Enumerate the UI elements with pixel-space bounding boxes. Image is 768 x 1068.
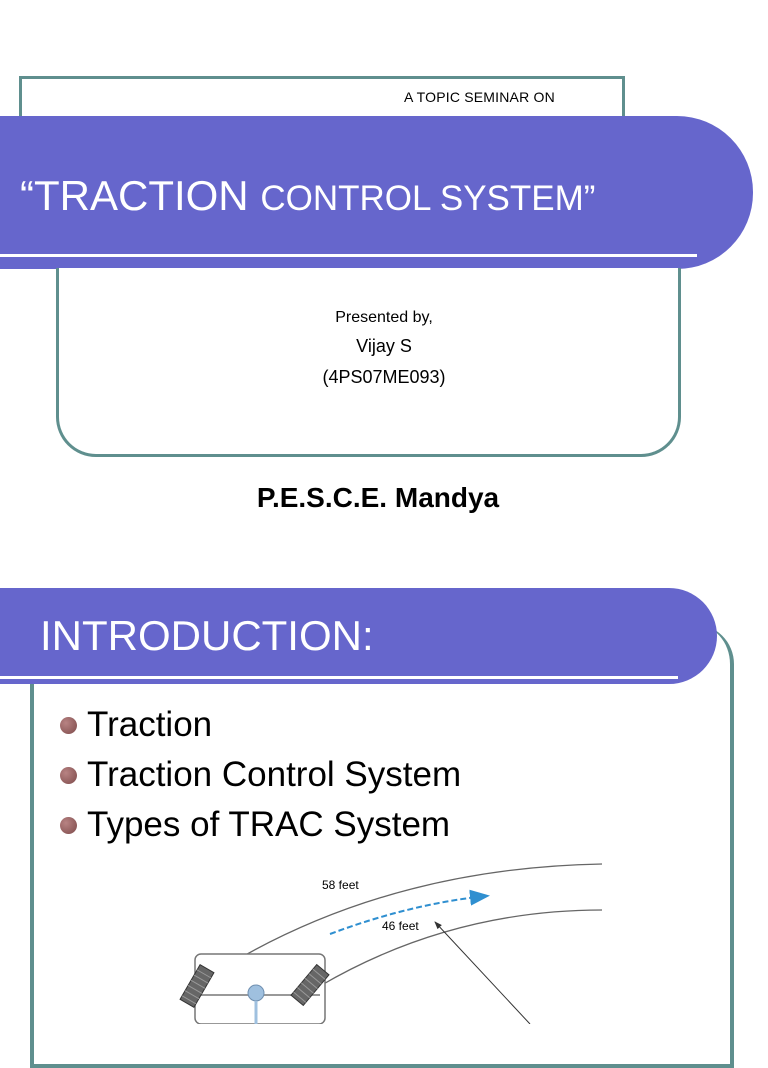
differential-icon [247,984,265,1002]
slide-heading: INTRODUCTION: [40,612,374,659]
title-underline [0,254,697,257]
pointer-arrow-icon [434,921,531,1024]
bullet-list: Traction Traction Control System Types o… [60,700,461,850]
presenter-name: Vijay S [356,336,412,356]
slide-title-rest: CONTROL SYSTEM” [260,179,596,218]
inner-path-line [319,909,603,987]
heading-underline [0,676,678,679]
presenter-id: (4PS07ME093) [322,367,446,387]
title-banner [0,116,753,269]
slide-title: “TRACTION CONTROL SYSTEM” [20,172,595,220]
right-wheel-icon [290,963,330,1007]
heading-banner [0,588,717,684]
bullet-icon [60,766,77,784]
list-item: Traction [60,700,461,750]
college-name: P.E.S.C.E. Mandya [256,482,500,513]
left-wheel-icon [179,963,215,1009]
inner-distance-label: 46 feet [382,919,419,933]
outer-distance-label: 58 feet [322,878,359,892]
outer-path-line [209,863,603,977]
slide-title-first-word: “TRACTION [20,172,261,219]
content-frame [30,624,734,1068]
bullet-icon [60,716,77,734]
list-item: Types of TRAC System [60,800,461,850]
list-item: Traction Control System [60,750,461,800]
bullet-icon [60,816,77,834]
title-slide: A TOPIC SEMINAR ON “TRACTION CONTROL SYS… [0,76,753,513]
bullet-text: Traction Control System [87,755,462,794]
direction-arrow-icon [329,889,490,935]
presented-by-label: Presented by, [335,309,433,326]
bullet-text: Traction [87,705,213,744]
bullet-text: Types of TRAC System [87,805,451,844]
presenter-box [56,268,681,457]
seminar-label: A TOPIC SEMINAR ON [404,89,555,105]
turning-diagram: 58 feet 46 feet [179,863,603,1024]
